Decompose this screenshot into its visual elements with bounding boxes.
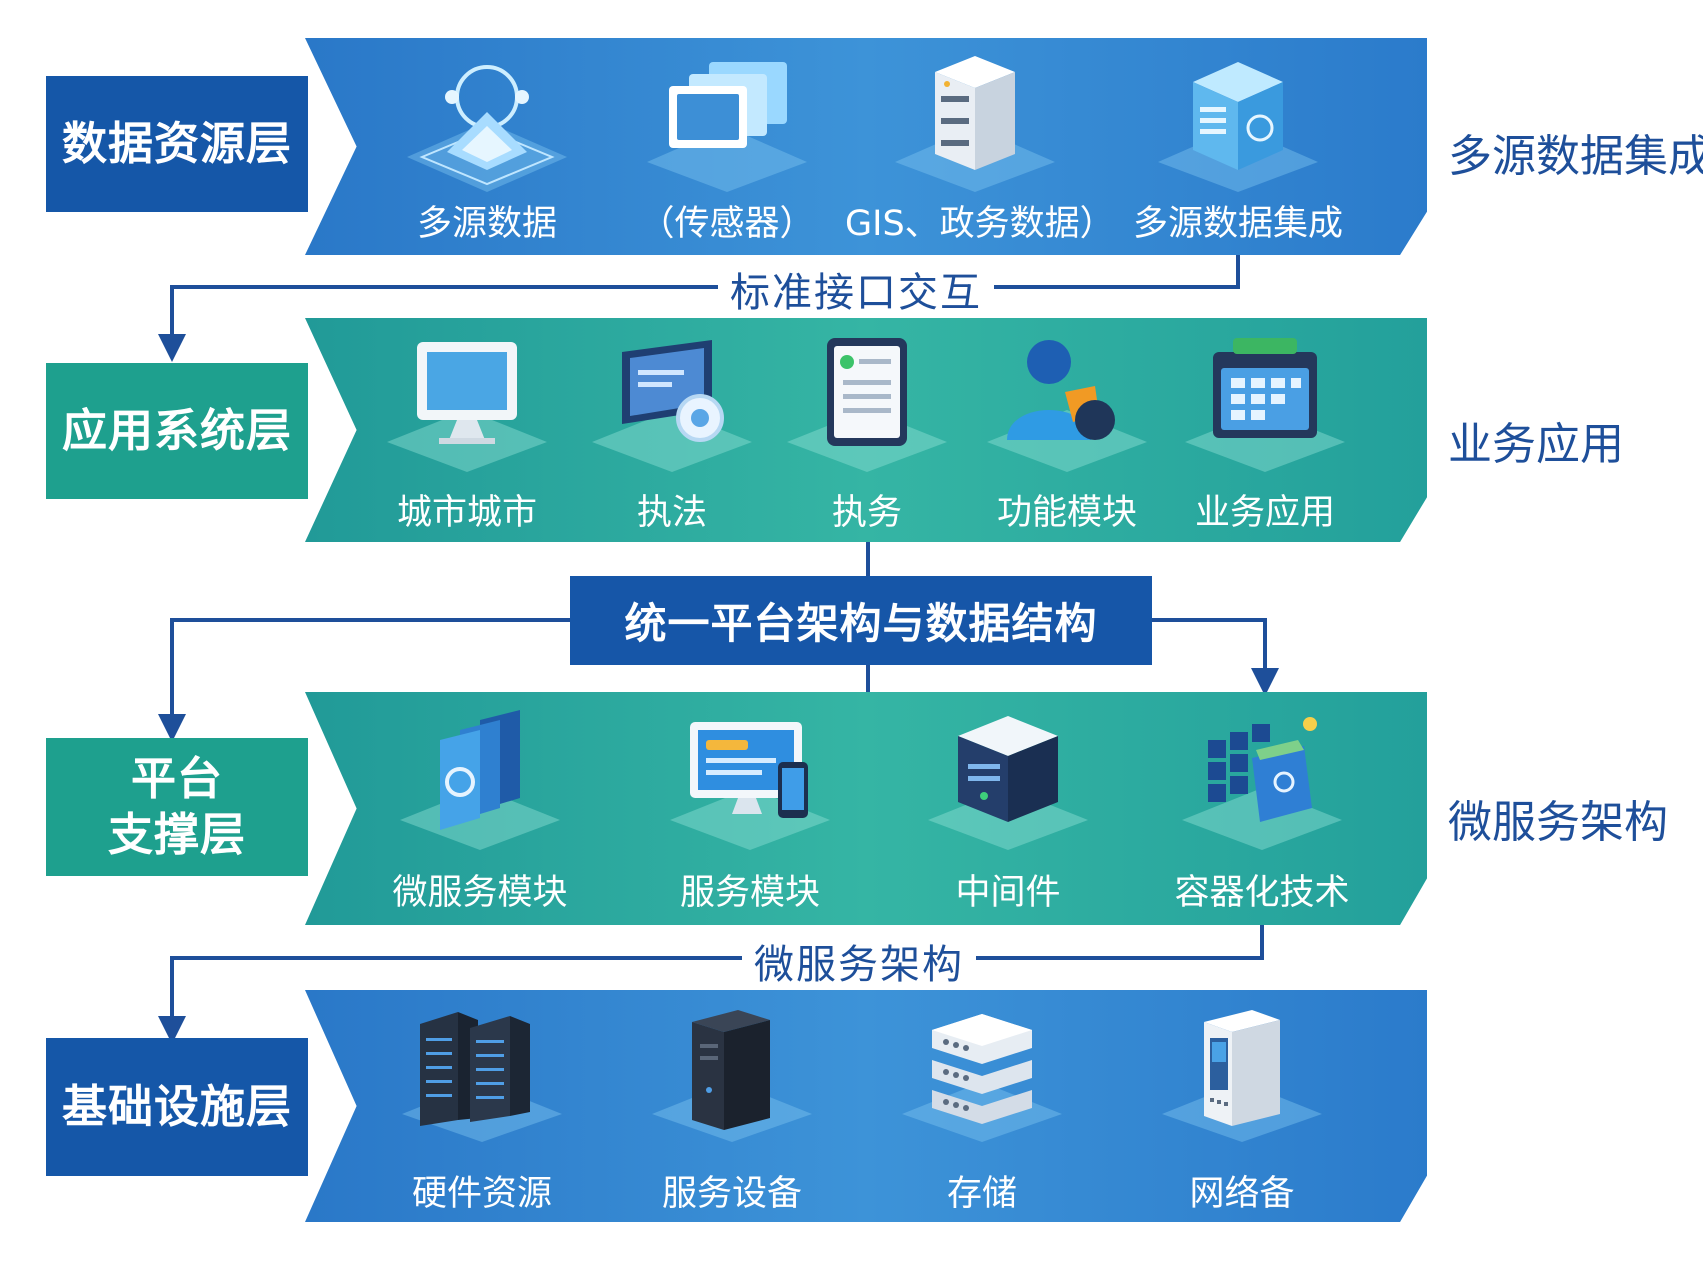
item-multi-source-integration: 多源数据集成 [1132, 204, 1343, 244]
item-multi-source-data: 多源数据 [416, 204, 557, 244]
people-module-icon [977, 332, 1157, 472]
item-city: 城市城市 [396, 493, 537, 533]
cloud-data-icon [397, 52, 577, 192]
network-device-icon [1152, 1002, 1332, 1142]
connector-label-microservice-architecture: 微服务架构 [742, 932, 976, 990]
side-label-data-resource: 多源数据集成 [1448, 131, 1703, 182]
connector-label-standard-interface: 标准接口交互 [718, 260, 994, 318]
layer-label-platform-support: 平台 支撑层 [46, 738, 308, 876]
unified-platform-architecture-box: 统一平台架构与数据结构 [570, 576, 1152, 665]
item-affairs: 执务 [831, 493, 902, 533]
middleware-box-icon [918, 710, 1098, 850]
monitor-icon [377, 332, 557, 472]
item-sensor: （传感器） [639, 204, 815, 244]
item-hardware-resources: 硬件资源 [411, 1174, 552, 1214]
microservice-panels-icon [390, 710, 570, 850]
item-business-application: 业务应用 [1194, 493, 1335, 533]
item-function-module: 功能模块 [996, 493, 1137, 533]
item-service-equipment: 服务设备 [661, 1174, 802, 1214]
calendar-app-icon [1175, 332, 1355, 472]
item-middleware: 中间件 [955, 873, 1061, 913]
item-service-module: 服务模块 [679, 873, 820, 913]
connector-line-center-left [158, 618, 570, 742]
desktop-mobile-icon [660, 710, 840, 850]
layer-label-infrastructure: 基础设施层 [46, 1038, 308, 1176]
item-law-enforcement: 执法 [636, 493, 707, 533]
connector-line-bottom [158, 925, 1264, 1044]
storage-stack-icon [892, 1002, 1072, 1142]
sensor-screens-icon [637, 52, 817, 192]
item-storage: 存储 [946, 1174, 1017, 1214]
item-microservice-module: 微服务模块 [392, 873, 568, 913]
tower-server-icon [642, 1002, 822, 1142]
side-label-platform-support: 微服务架构 [1448, 797, 1668, 848]
connector-line-center-right [1152, 618, 1279, 696]
layer-label-data-resource: 数据资源层 [46, 76, 308, 212]
server-stack-icon [885, 52, 1065, 192]
item-network-equipment: 网络备 [1189, 1174, 1295, 1214]
side-label-application: 业务应用 [1448, 419, 1624, 470]
server-rack-icon [392, 1002, 572, 1142]
container-blocks-icon [1172, 710, 1352, 850]
item-gis-gov-data: GIS、政务数据） [845, 204, 1115, 244]
data-cube-icon [1148, 52, 1328, 192]
item-containerization: 容器化技术 [1174, 873, 1350, 913]
law-enforcement-screen-icon [582, 332, 762, 472]
connector-line-top [158, 255, 1240, 362]
tablet-document-icon [777, 332, 957, 472]
layer-label-application: 应用系统层 [46, 363, 308, 499]
